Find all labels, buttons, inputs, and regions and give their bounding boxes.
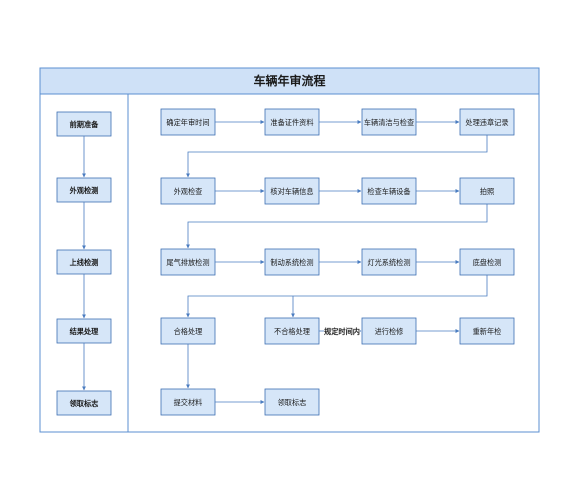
edge-label-background [324, 326, 360, 336]
step-label: 尾气排放检测 [166, 258, 209, 267]
step-box [361, 317, 417, 345]
step-label: 检查车辆设备 [367, 187, 410, 196]
step-box [264, 108, 320, 136]
stage-label: 外观检测 [69, 186, 99, 195]
step-box [264, 388, 320, 416]
step-label: 准备证件资料 [270, 118, 313, 127]
step-label: 核对车辆信息 [270, 187, 313, 196]
step-label: 外观检查 [174, 187, 203, 196]
edge-label: 规定时间内 [323, 327, 360, 336]
step-box [160, 317, 216, 345]
step-label: 灯光系统检测 [367, 258, 410, 267]
step-label: 制动系统检测 [270, 258, 313, 267]
step-label: 提交材料 [174, 398, 203, 407]
row-connector [186, 204, 488, 249]
stage-box-sticker [56, 390, 112, 416]
row-connector [186, 135, 488, 178]
step-label: 确定年审时间 [166, 118, 209, 127]
step-box [361, 177, 417, 205]
step-box [160, 248, 216, 276]
step-label: 底盘检测 [473, 258, 502, 267]
step-box [459, 317, 515, 345]
step-box [361, 108, 417, 136]
step-label: 车辆清洁与检查 [364, 118, 414, 127]
stage-box-appearance [56, 177, 112, 203]
step-box [264, 317, 320, 345]
step-box [264, 177, 320, 205]
step-label: 重新年检 [473, 327, 502, 336]
stage-label: 结果处理 [69, 327, 100, 336]
stage-label: 上线检测 [70, 258, 99, 267]
step-label: 不合格处理 [274, 327, 310, 336]
step-label: 进行检修 [375, 327, 404, 336]
diagram-title: 车辆年审流程 [253, 73, 325, 88]
step-label: 领取标志 [278, 398, 307, 407]
stage-label: 领取标志 [70, 399, 99, 408]
step-box [160, 108, 216, 136]
step-box [459, 177, 515, 205]
title-bar [39, 67, 540, 95]
step-label: 处理违章记录 [465, 118, 508, 127]
step-box [361, 248, 417, 276]
step-label: 合格处理 [174, 327, 203, 336]
stage-box-result [56, 318, 112, 344]
step-box [160, 177, 216, 205]
step-label: 拍照 [480, 187, 494, 196]
stage-label: 前期准备 [70, 120, 100, 129]
row-connector [186, 275, 488, 318]
step-box [160, 388, 216, 416]
